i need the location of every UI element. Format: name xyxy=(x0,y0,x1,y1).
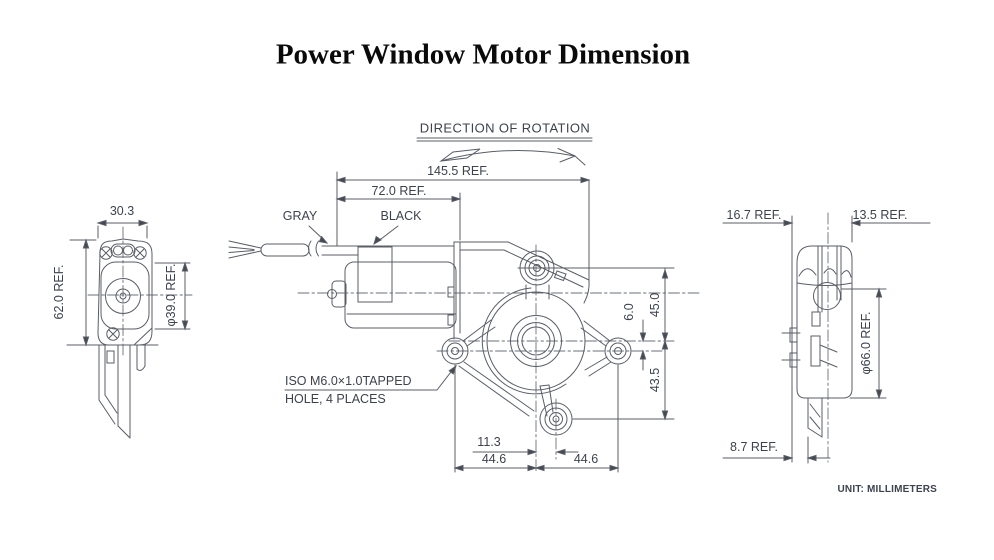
rotation-arrow xyxy=(416,137,593,166)
wire-gray-label: GRAY xyxy=(282,208,318,223)
mounting-bosses xyxy=(441,250,632,436)
motor-bracket-outline xyxy=(66,344,159,439)
dim-span-left: 44.6 xyxy=(481,451,507,466)
motor-end-outline xyxy=(97,238,153,346)
dim-right-rear: 13.5 REF. xyxy=(852,207,908,222)
dim-upper-height: 45.0 xyxy=(647,292,662,318)
wire-black-label: BLACK xyxy=(380,208,422,223)
left-view-drawing xyxy=(66,219,193,439)
dim-housing-diameter: φ66.0 REF. xyxy=(858,311,873,375)
center-view-dimensions xyxy=(335,171,675,473)
direction-of-rotation-label: DIRECTION OF ROTATION xyxy=(419,120,591,136)
side-profile-outline xyxy=(781,215,853,463)
label-leaders xyxy=(284,225,457,391)
dim-left-height: 62.0 REF. xyxy=(51,264,66,320)
right-view-dimensions xyxy=(722,215,931,464)
dim-bottom-offset: 11.3 xyxy=(477,434,501,449)
lead-wires xyxy=(228,240,455,259)
dim-span-right: 44.6 xyxy=(573,451,599,466)
gear-housing-outline xyxy=(447,241,590,395)
right-view-drawing xyxy=(722,212,931,464)
page-title: Power Window Motor Dimension xyxy=(275,38,691,71)
left-view-dimensions xyxy=(69,219,191,347)
dim-left-diameter: φ39.0 REF. xyxy=(163,263,178,327)
center-view-drawing xyxy=(228,137,700,474)
motor-body-outline xyxy=(327,246,457,329)
unit-note: UNIT: MILLIMETERS xyxy=(837,484,937,495)
dim-overall-length: 145.5 REF. xyxy=(427,163,489,178)
tapped-hole-note-line1: ISO M6.0×1.0TAPPED xyxy=(285,373,412,388)
dim-left-width: 30.3 xyxy=(109,203,135,218)
dim-right-front: 16.7 REF. xyxy=(726,207,782,222)
dim-lower-height: 43.5 xyxy=(647,367,662,393)
dim-foot-offset: 8.7 REF. xyxy=(730,439,778,454)
dim-motor-length: 72.0 REF. xyxy=(371,183,427,198)
tapped-hole-note-line2: HOLE, 4 PLACES xyxy=(285,391,386,406)
left-view-centerlines xyxy=(87,226,193,357)
dim-boss-offset: 6.0 xyxy=(621,303,636,321)
